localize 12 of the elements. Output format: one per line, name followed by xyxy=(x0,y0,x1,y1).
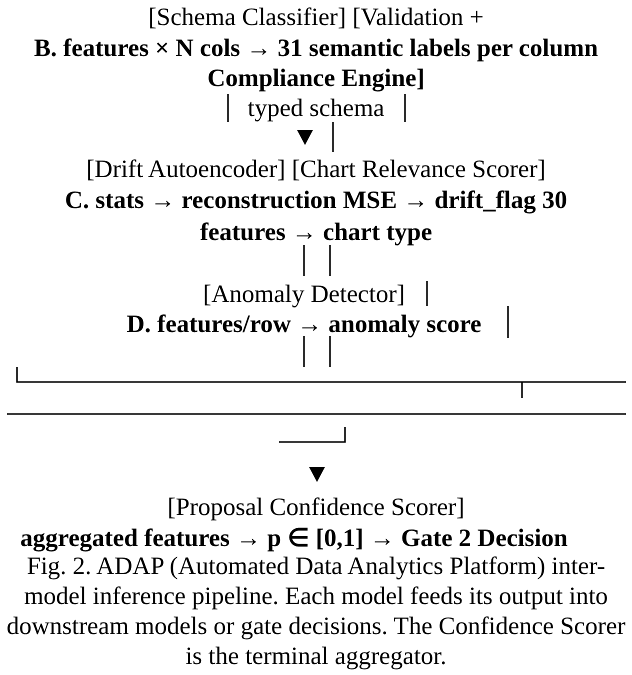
model-name: [Drift Autoencoder] [Chart Relevance Scorer] xyxy=(86,156,546,184)
model-io-text: B. features × N cols → 31 semantic labels per column xyxy=(34,35,598,63)
model-io-text: C. stats → reconstruction MSE → drift_flag 30 xyxy=(64,187,568,215)
annotation-text: typed schema xyxy=(248,95,384,123)
model-name: [Anomaly Detector] xyxy=(203,281,405,309)
model-io-text: Compliance Engine] xyxy=(207,65,425,93)
figure-caption: Fig. 2. ADAP (Automated Data Analytics Platform) inter-model inference pipeline. Each model feeds its output into downstream models or gate decisions. The Confidence Scorer is the terminal aggregator. xyxy=(6,552,626,672)
model-io-text: aggregated features → p ∈ [0,1] → Gate 2 Decision xyxy=(20,525,568,553)
model-name: [Proposal Confidence Scorer] xyxy=(167,494,465,522)
model-io-text: features → chart type xyxy=(200,219,432,247)
model-name: [Schema Classifier] [Validation + xyxy=(148,4,484,32)
model-io-text: D. features/row → anomaly score xyxy=(126,311,482,339)
